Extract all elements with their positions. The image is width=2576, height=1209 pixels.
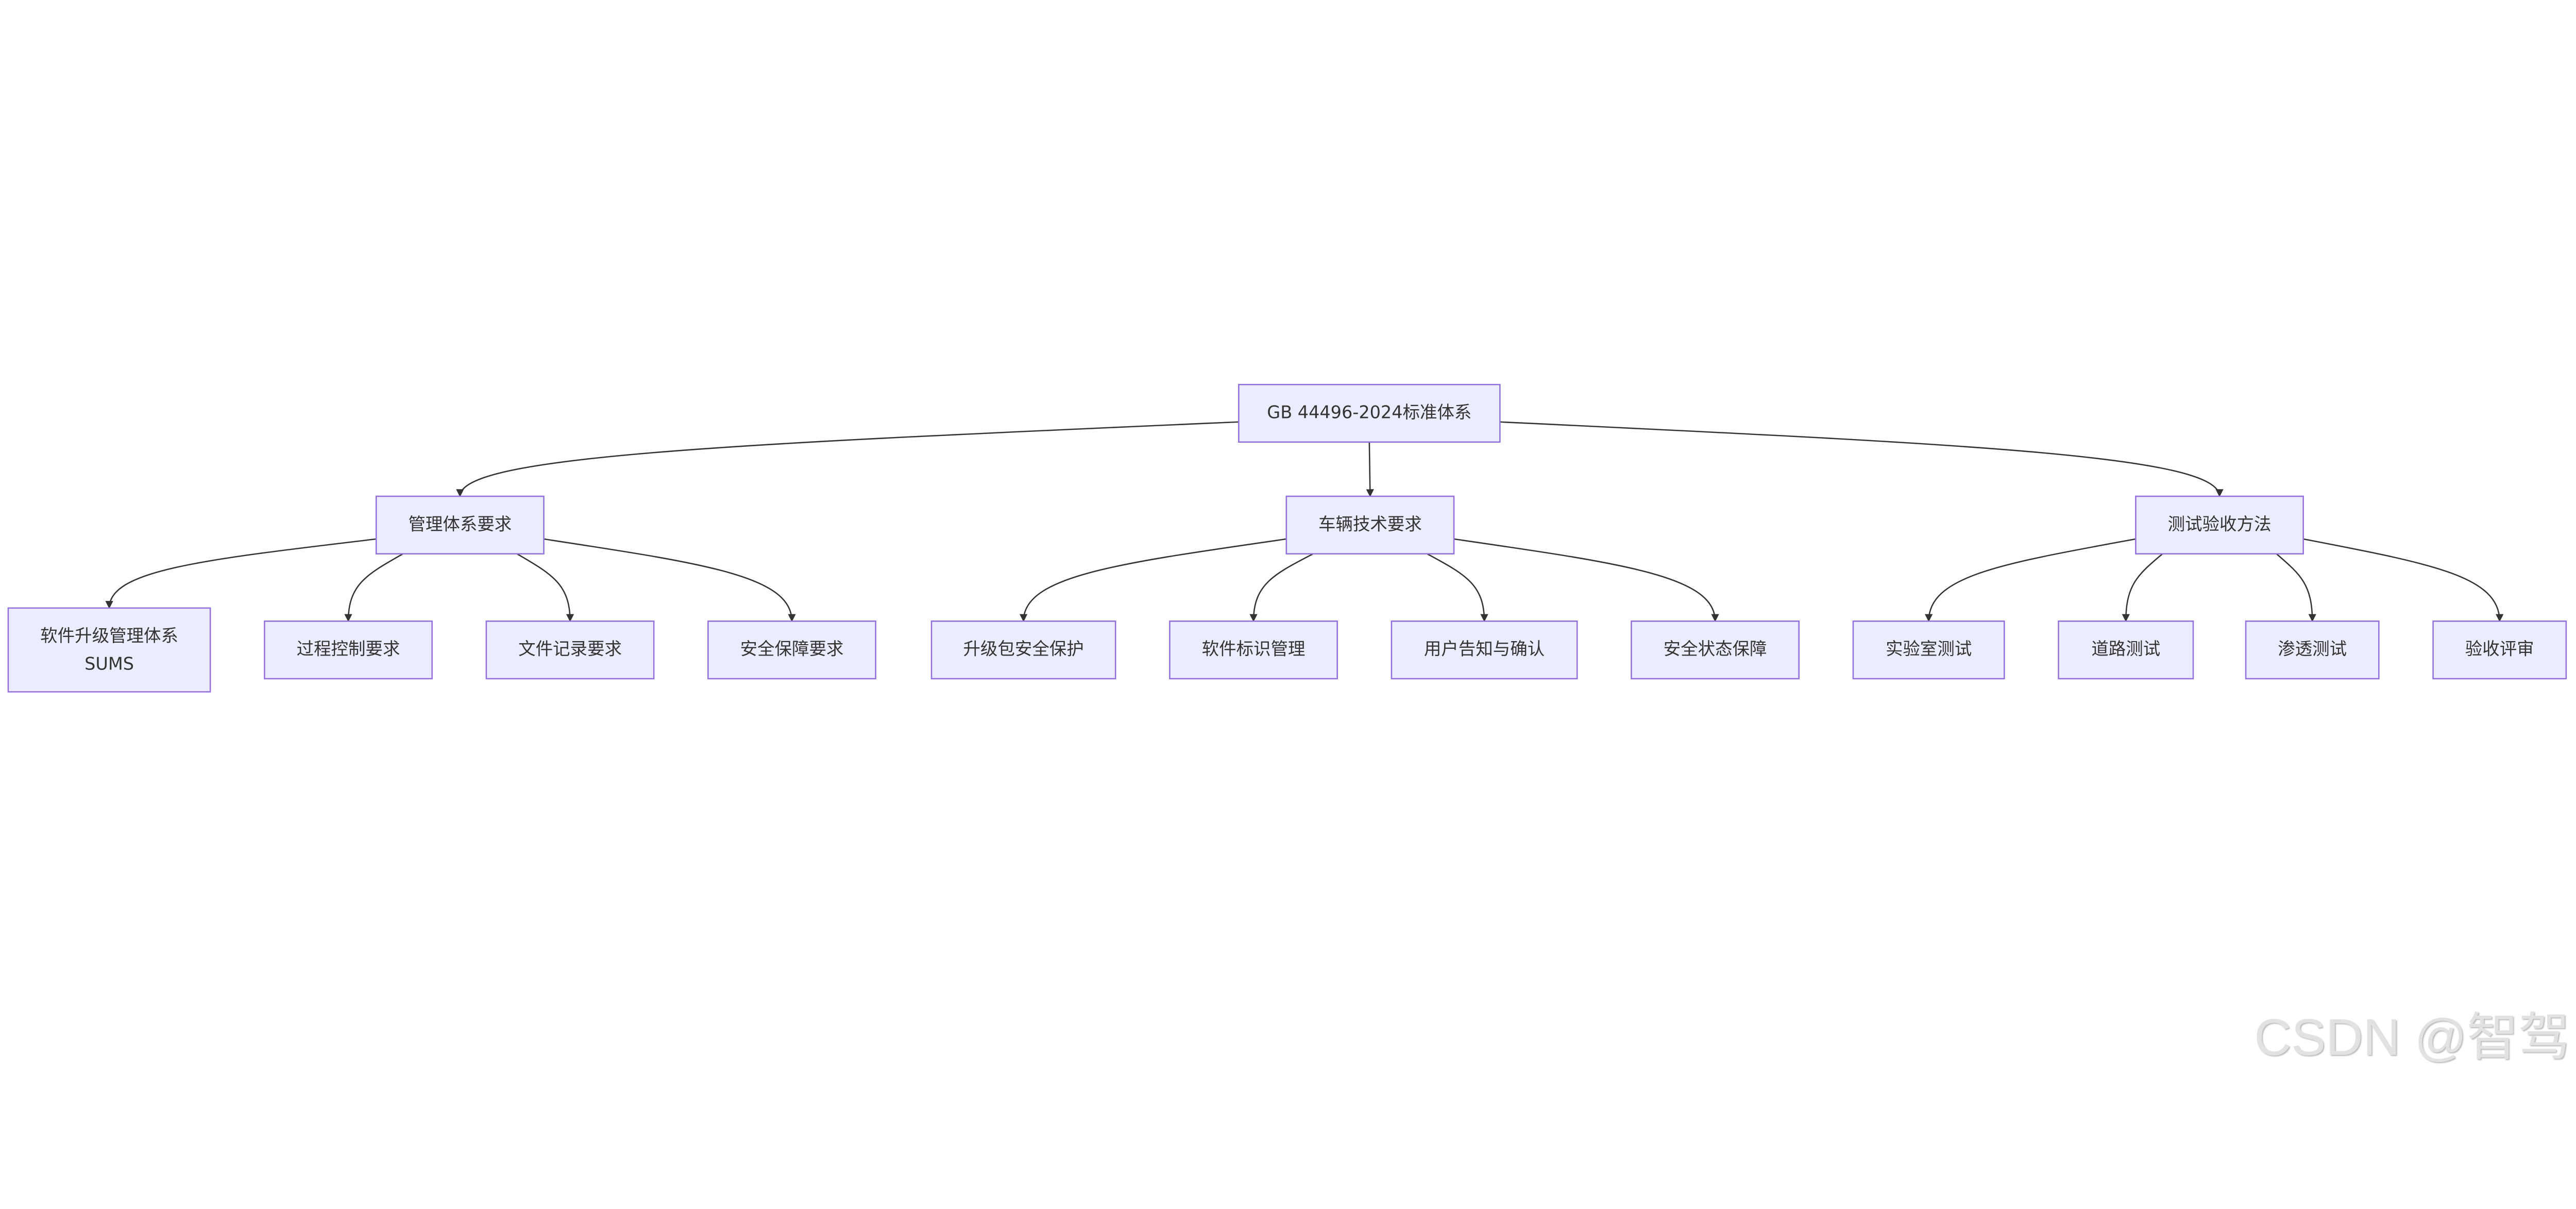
node-label: GB 44496-2024标准体系	[1267, 402, 1471, 422]
node-label: 用户告知与确认	[1424, 639, 1545, 659]
node-box	[1238, 383, 1501, 443]
node-box	[2245, 620, 2380, 680]
node-box	[1391, 620, 1578, 680]
node-box	[1631, 620, 1800, 680]
node-l2: 过程控制要求	[264, 620, 433, 680]
node-box	[2135, 495, 2304, 555]
node-box	[1169, 620, 1338, 680]
node-l6: 软件标识管理	[1169, 620, 1338, 680]
node-box	[1852, 620, 2005, 680]
edge-g3-l10	[2122, 553, 2163, 622]
node-label: 管理体系要求	[408, 514, 512, 534]
edge-root-g2	[1366, 442, 1374, 497]
node-l8: 安全状态保障	[1631, 620, 1800, 680]
edge-g1-l4	[544, 538, 796, 622]
node-label-2: SUMS	[84, 653, 134, 674]
node-l1: 软件升级管理体系 SUMS	[7, 607, 211, 693]
node-label: 车辆技术要求	[1318, 514, 1422, 534]
node-l4: 安全保障要求	[707, 620, 876, 680]
node-g2: 车辆技术要求	[1285, 495, 1455, 555]
edge-g3-l12	[2303, 538, 2504, 622]
node-l10: 道路测试	[2058, 620, 2194, 680]
node-label: 安全保障要求	[740, 639, 844, 659]
node-label: 软件升级管理体系	[40, 626, 178, 646]
node-l11: 渗透测试	[2245, 620, 2380, 680]
node-l3: 文件记录要求	[485, 620, 655, 680]
node-l7: 用户告知与确认	[1391, 620, 1578, 680]
node-l12: 验收评审	[2432, 620, 2567, 680]
edge-g1-l2	[344, 553, 403, 622]
edge-g1-l3	[516, 553, 574, 622]
node-label: 实验室测试	[1886, 639, 1972, 659]
node-box	[264, 620, 433, 680]
node-label: 渗透测试	[2278, 639, 2347, 659]
node-label: 道路测试	[2091, 639, 2160, 659]
edge-g3-l9	[1924, 538, 2136, 622]
node-box	[485, 620, 655, 680]
node-box	[707, 620, 876, 680]
node-root: GB 44496-2024标准体系	[1238, 383, 1501, 443]
node-box	[375, 495, 545, 555]
node-box	[1285, 495, 1455, 555]
watermark: CSDN @智驾	[2254, 1009, 2570, 1067]
edge-g2-l6	[1249, 553, 1314, 622]
node-g3: 测试验收方法	[2135, 495, 2304, 555]
node-box	[2432, 620, 2567, 680]
edge-g1-l1	[105, 538, 377, 609]
edge-root-g3	[1500, 421, 2224, 497]
node-label: 测试验收方法	[2168, 514, 2272, 534]
node-box	[930, 620, 1116, 680]
edge-g2-l5	[1019, 538, 1286, 622]
node-label: 安全状态保障	[1664, 639, 1767, 659]
edge-g2-l8	[1453, 538, 1719, 622]
node-l9: 实验室测试	[1852, 620, 2005, 680]
node-g1: 管理体系要求	[375, 495, 545, 555]
node-label: 升级包安全保护	[963, 639, 1083, 659]
node-label: 过程控制要求	[297, 639, 400, 659]
node-label: 软件标识管理	[1202, 639, 1306, 659]
edge-g3-l11	[2276, 553, 2316, 622]
node-label: 文件记录要求	[518, 639, 622, 659]
edges	[105, 421, 2504, 622]
edge-root-g1	[456, 421, 1239, 497]
edge-g2-l7	[1427, 553, 1488, 622]
node-label: 验收评审	[2465, 639, 2534, 659]
node-box	[2058, 620, 2194, 680]
node-box	[7, 607, 211, 693]
node-l5: 升级包安全保护	[930, 620, 1116, 680]
